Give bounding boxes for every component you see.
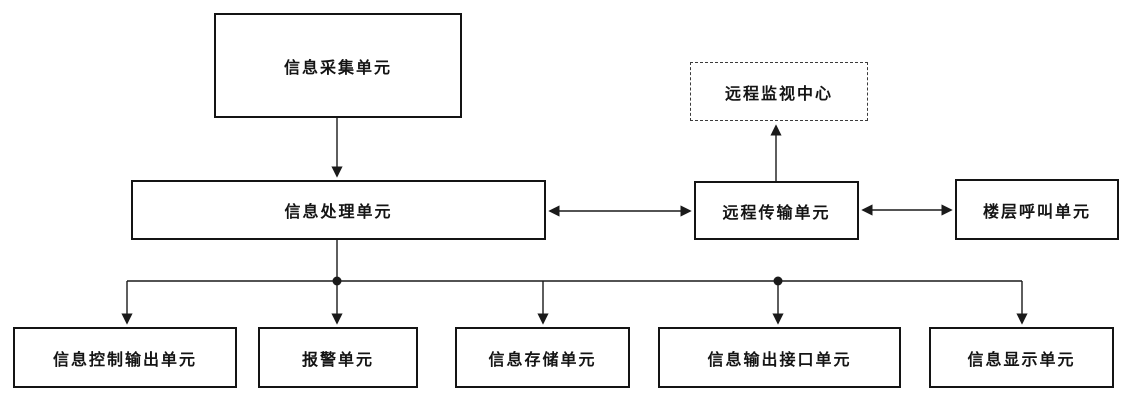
node-floor-call: 楼层呼叫单元 [955,179,1119,240]
node-alarm: 报警单元 [258,327,418,388]
node-label: 信息存储单元 [488,349,597,369]
node-label: 信息处理单元 [284,202,393,221]
node-label: 信息输出接口单元 [707,349,852,369]
node-label: 远程传输单元 [722,202,831,222]
node-remote-transmission: 远程传输单元 [694,181,859,240]
node-label: 信息采集单元 [283,57,392,77]
node-info-processing: 信息处理单元 [131,180,546,240]
node-info-control-output: 信息控制输出单元 [13,327,237,388]
node-label: 信息显示单元 [967,349,1076,369]
junction-dot [773,276,783,286]
node-info-display: 信息显示单元 [929,327,1114,388]
junction-dot [332,276,342,286]
node-label: 远程监视中心 [724,83,833,103]
node-info-collection: 信息采集单元 [214,13,462,118]
node-info-storage: 信息存储单元 [455,327,630,388]
node-remote-monitoring: 远程监视中心 [690,62,868,121]
node-info-output-interface: 信息输出接口单元 [658,327,901,388]
node-label: 信息控制输出单元 [52,349,197,369]
node-label: 报警单元 [301,349,374,369]
node-label: 楼层呼叫单元 [982,201,1091,221]
